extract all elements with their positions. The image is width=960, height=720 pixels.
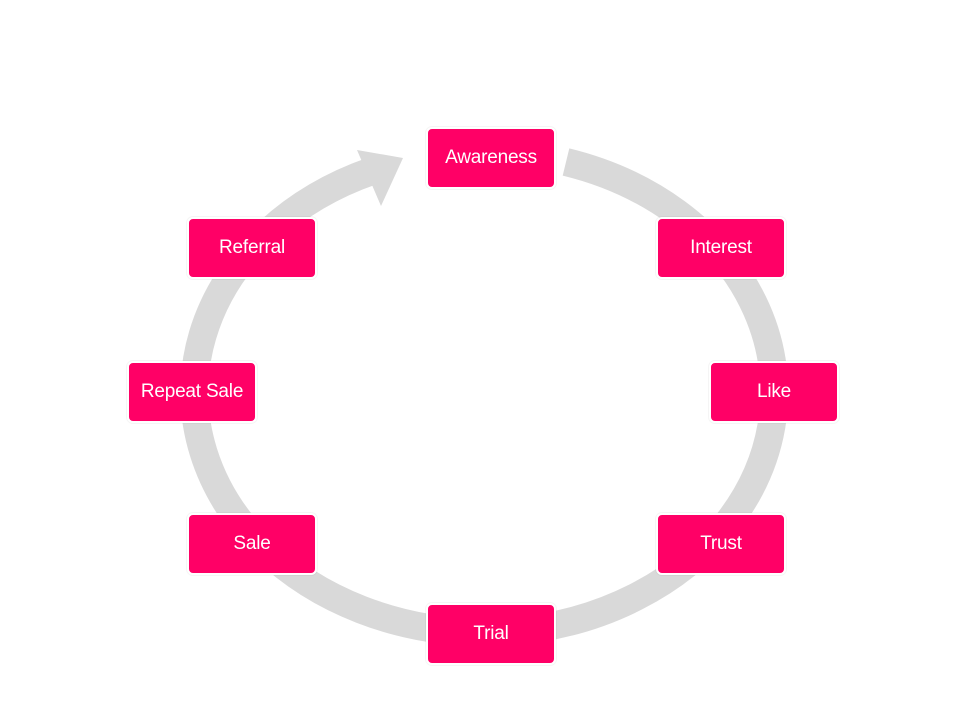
stage-referral: Referral bbox=[187, 217, 317, 279]
stage-label: Repeat Sale bbox=[140, 381, 244, 402]
stage-sale: Sale bbox=[187, 513, 317, 575]
stage-interest: Interest bbox=[656, 217, 786, 279]
arrowhead-icon bbox=[357, 150, 403, 206]
stage-label: Trial bbox=[473, 623, 509, 644]
stage-label: Sale bbox=[233, 533, 271, 554]
stage-like: Like bbox=[709, 361, 839, 423]
stage-label: Referral bbox=[219, 237, 285, 258]
stage-trial: Trial bbox=[426, 603, 556, 665]
stage-label: Trust bbox=[700, 533, 742, 554]
stage-repeat-sale: Repeat Sale bbox=[127, 361, 257, 423]
stage-trust: Trust bbox=[656, 513, 786, 575]
stage-label: Interest bbox=[690, 237, 752, 258]
stage-awareness: Awareness bbox=[426, 127, 556, 189]
stage-label: Awareness bbox=[445, 147, 537, 168]
stage-label: Like bbox=[756, 381, 792, 402]
